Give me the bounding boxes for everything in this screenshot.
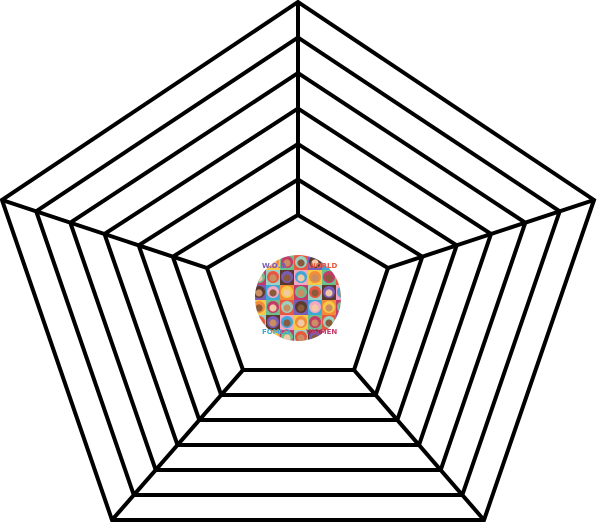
face	[283, 259, 291, 267]
face	[283, 319, 291, 327]
web-ring	[136, 141, 460, 422]
face	[283, 289, 291, 297]
face-tile	[336, 255, 341, 270]
face-hair	[337, 331, 341, 341]
web-spoke	[387, 198, 595, 270]
face	[311, 289, 319, 297]
logo-text-bottom-left: FOMLD	[262, 328, 290, 336]
face	[255, 289, 263, 297]
web-ring	[170, 177, 425, 397]
women-faces-logo: W.O.D WORLD FOMLD WOMEN	[253, 253, 343, 343]
logo-text-top-left: W.O.D	[262, 262, 286, 270]
face	[339, 274, 341, 282]
face	[269, 319, 277, 327]
face	[297, 319, 305, 327]
web-spoke	[1, 198, 208, 270]
face	[297, 274, 305, 282]
logo-text-top-right: WORLD	[308, 262, 338, 270]
face	[255, 304, 263, 312]
face	[311, 319, 319, 327]
face	[325, 289, 333, 297]
logo-text-bottom-right: WOMEN	[306, 328, 337, 336]
face	[297, 304, 305, 312]
face-tile	[336, 330, 341, 341]
face	[339, 334, 341, 341]
face	[311, 304, 319, 312]
face	[297, 259, 305, 267]
face-hair	[337, 316, 341, 328]
face	[269, 304, 277, 312]
face-hair	[337, 301, 341, 313]
face	[311, 259, 319, 267]
face	[283, 304, 291, 312]
web-spoke	[110, 368, 245, 522]
web-spoke	[352, 368, 486, 522]
face	[325, 274, 333, 282]
face	[325, 304, 333, 312]
web-ring	[67, 70, 528, 472]
face	[325, 319, 333, 327]
face	[339, 319, 341, 327]
face-hair	[337, 256, 341, 268]
face	[297, 334, 305, 341]
face	[339, 259, 341, 267]
face	[297, 289, 305, 297]
face-hair	[337, 286, 341, 298]
face	[269, 274, 277, 282]
face	[311, 274, 319, 282]
web-ring	[33, 35, 563, 497]
face	[283, 274, 291, 282]
web-ring	[204, 212, 391, 372]
face-tile	[336, 270, 341, 285]
face	[269, 289, 277, 297]
web-ring	[102, 106, 494, 447]
